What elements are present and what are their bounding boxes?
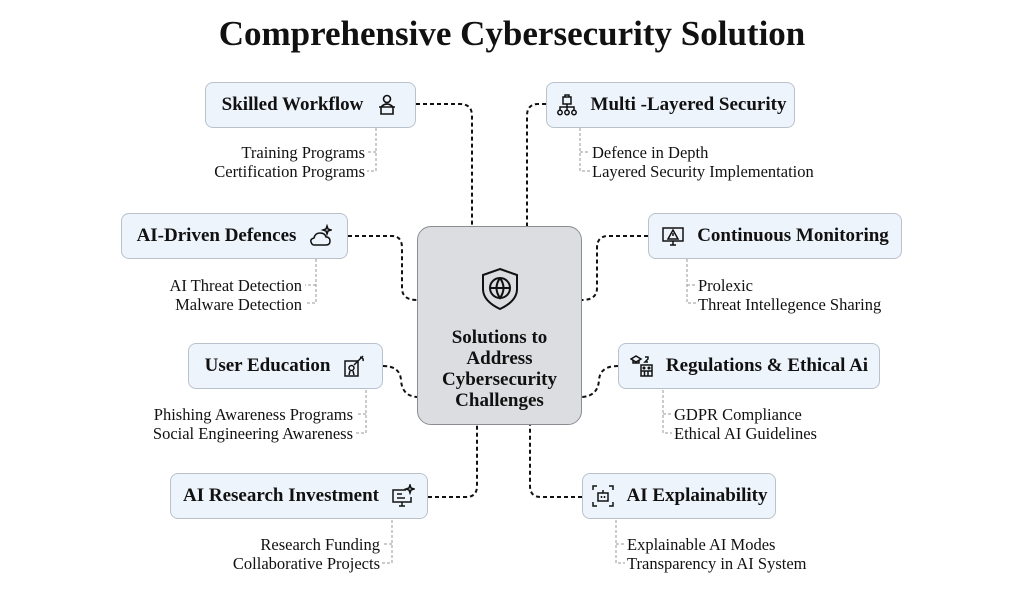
node-continuous-monitoring: Continuous Monitoring (648, 213, 902, 259)
connector-skilled-workflow (416, 103, 473, 226)
connector-user-education (382, 365, 418, 398)
lock-hierarchy-icon (556, 94, 577, 116)
sub-item: Threat Intellegence Sharing (698, 295, 882, 314)
person-desk-icon (379, 94, 396, 115)
shield-globe-icon (482, 267, 518, 311)
sub-item: Layered Security Implementation (592, 162, 814, 181)
node-label: Regulations & Ethical Ai (665, 355, 869, 376)
node-regulations-ethical-ai: Regulations & Ethical Ai (618, 343, 880, 389)
certificate-pen-icon (344, 355, 365, 377)
node-label: Multi -Layered Security (590, 94, 787, 115)
node-ai-driven-defences: AI-Driven Defences (121, 213, 348, 259)
center-node: Solutions to Address Cybersecurity Chall… (417, 226, 582, 425)
sub-item: Prolexic (698, 276, 753, 295)
sub-item: Ethical AI Guidelines (674, 424, 817, 443)
connector-ai-explainability (529, 425, 582, 498)
sub-item: AI Threat Detection (169, 276, 302, 295)
diagram-title: Comprehensive Cybersecurity Solution (218, 14, 806, 53)
sub-item: Collaborative Projects (232, 554, 380, 573)
sub-item: Transparency in AI System (627, 554, 807, 573)
connector-regulations (581, 365, 619, 398)
node-skilled-workflow: Skilled Workflow (205, 82, 416, 128)
cloud-sparkle-icon (310, 224, 333, 246)
sub-item: Defence in Depth (592, 143, 709, 162)
connector-multi-layered (526, 103, 546, 226)
node-multi-layered-security: Multi -Layered Security (546, 82, 795, 128)
monitor-sparkle-icon (392, 484, 415, 507)
node-label: AI Explainability (626, 485, 768, 506)
node-label: AI Research Investment (183, 485, 379, 506)
node-user-education: User Education (188, 343, 383, 389)
node-label: Skilled Workflow (221, 94, 364, 115)
monitor-warning-icon (662, 227, 684, 246)
sub-item: Explainable AI Modes (627, 535, 776, 554)
node-label: AI-Driven Defences (136, 225, 297, 246)
graduation-robot-icon (629, 355, 653, 377)
sub-item: Phishing Awareness Programs (153, 405, 353, 424)
sub-item: Research Funding (260, 535, 380, 554)
center-label: Solutions to Address Cybersecurity Chall… (441, 327, 558, 411)
connector-ai-research (428, 425, 478, 498)
sub-item: Training Programs (241, 143, 365, 162)
node-label: Continuous Monitoring (697, 225, 889, 246)
robot-frame-icon (591, 485, 614, 507)
node-ai-explainability: AI Explainability (582, 473, 776, 519)
connector-continuous (581, 235, 648, 301)
sub-item: Social Engineering Awareness (152, 424, 353, 443)
connector-ai-driven (348, 235, 418, 301)
sub-item: Malware Detection (175, 295, 302, 314)
node-ai-research-investment: AI Research Investment (170, 473, 428, 519)
sub-item: Certification Programs (214, 162, 365, 181)
node-label: User Education (204, 355, 331, 376)
sub-item: GDPR Compliance (674, 405, 802, 424)
